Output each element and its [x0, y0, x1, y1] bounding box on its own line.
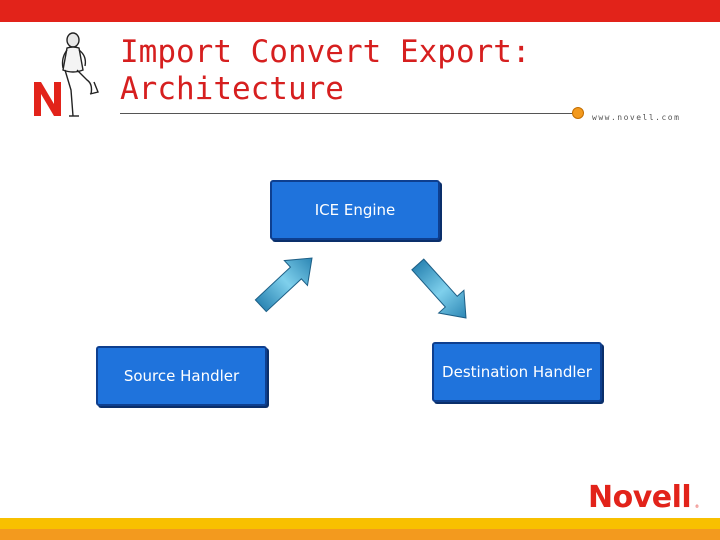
- arrow-engine-to-destination: [411, 258, 467, 319]
- novell-n-logo-icon: [34, 32, 99, 117]
- ice-engine-node: ICE Engine: [270, 180, 440, 240]
- bottom-yellow-bar: [0, 518, 720, 529]
- bottom-orange-bar: [0, 529, 720, 540]
- title-line-2: Architecture: [120, 71, 344, 107]
- slide-title: Import Convert Export: Architecture: [120, 34, 640, 108]
- orange-dot-icon: [572, 107, 584, 119]
- novell-wordmark-logo: Novell: [588, 480, 692, 515]
- source-handler-node: Source Handler: [96, 346, 267, 406]
- site-url: www.novell.com: [592, 113, 681, 122]
- top-red-bar: [0, 0, 720, 22]
- title-divider: [120, 113, 578, 114]
- title-line-1: Import Convert Export:: [120, 34, 531, 70]
- arrow-source-to-engine: [254, 257, 313, 313]
- trademark-symbol: ®: [695, 504, 699, 509]
- destination-handler-node: Destination Handler: [432, 342, 602, 402]
